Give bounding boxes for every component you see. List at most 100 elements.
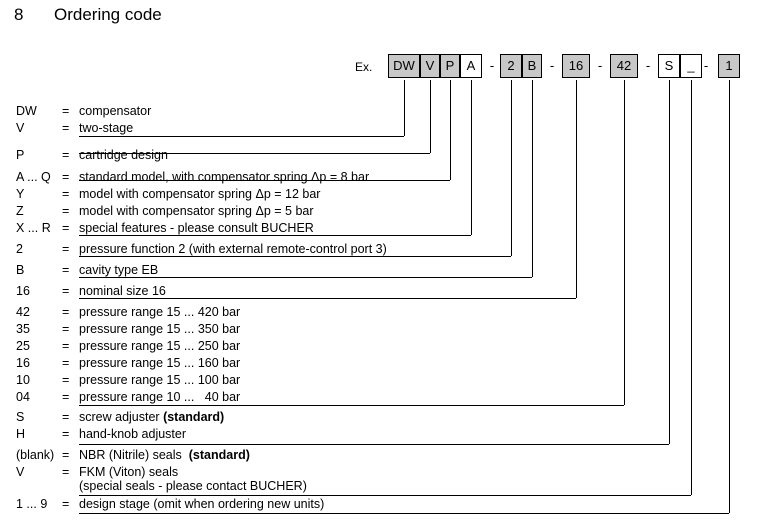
legend-row-description: (special seals - please contact BUCHER) bbox=[79, 479, 307, 493]
legend-row-key: 35 bbox=[16, 322, 30, 336]
section-number: 8 bbox=[14, 5, 24, 24]
legend-row: 16 = nominal size 16 bbox=[0, 284, 766, 301]
legend-row-description: cartridge design bbox=[79, 148, 168, 162]
legend-row: Y = model with compensator spring Δp = 12 … bbox=[0, 187, 766, 204]
legend-row-equals: = bbox=[62, 187, 70, 201]
legend-row: A ... Q = standard model, with compensator… bbox=[0, 170, 766, 187]
legend-row-description: pressure range 15 ... 160 bar bbox=[79, 356, 241, 370]
legend-row: B=cavity type EB bbox=[0, 263, 766, 280]
legend-row-equals: = bbox=[62, 284, 70, 298]
legend-row: 10=pressure range 15 ... 100 bar bbox=[0, 373, 766, 390]
example-label: Ex. bbox=[355, 60, 373, 74]
legend-row: Z=model with compensator spring Δp = 5 b… bbox=[0, 204, 766, 221]
legend-row: V = FKM (Viton) seals bbox=[0, 465, 766, 482]
legend-row-key: 2 bbox=[16, 242, 23, 256]
legend-row: P=cartridge design bbox=[0, 148, 766, 165]
code-separator: - bbox=[549, 58, 555, 73]
code-separator: - bbox=[703, 58, 709, 73]
legend-row-description: pressure range 15 ... 100 bar bbox=[79, 373, 241, 387]
legend-row-equals: = bbox=[62, 410, 70, 424]
legend-row-description: screw adjuster (standard) bbox=[79, 410, 225, 424]
legend-row-key: Y bbox=[16, 187, 25, 201]
legend-row: DW = compensator bbox=[0, 104, 766, 121]
code-box-s: S bbox=[658, 54, 680, 78]
legend-row-key: S bbox=[16, 410, 25, 424]
legend-row-equals: = bbox=[62, 121, 70, 135]
legend-row-description: pressure range 15 ... 350 bar bbox=[79, 322, 241, 336]
legend-row: H=hand-knob adjuster bbox=[0, 427, 766, 444]
code-box-dw: DW bbox=[388, 54, 420, 78]
code-box-p: P bbox=[440, 54, 460, 78]
legend-row-description: design stage (omit when ordering new uni… bbox=[79, 497, 325, 511]
legend-row-description: pressure range 10 ... 40 bar bbox=[79, 390, 241, 404]
code-box-v: V bbox=[420, 54, 440, 78]
code-box-2: 2 bbox=[500, 54, 522, 78]
legend-row-equals: = bbox=[62, 305, 70, 319]
legend-row-key: 1 ... 9 bbox=[16, 497, 48, 511]
legend-row-equals: = bbox=[62, 497, 70, 511]
code-box-blank: _ bbox=[680, 54, 702, 78]
legend-row: 16 = pressure range 15 ... 160 bar bbox=[0, 356, 766, 373]
legend-row: 42 = pressure range 15 ... 420 bar bbox=[0, 305, 766, 322]
legend-row-description: two-stage bbox=[79, 121, 134, 135]
legend-row-description: model with compensator spring Δp = 12 ba… bbox=[79, 187, 321, 201]
legend-row-key: P bbox=[16, 148, 25, 162]
code-box-1: 1 bbox=[718, 54, 740, 78]
legend-row-description: compensator bbox=[79, 104, 152, 118]
code-separator: - bbox=[489, 58, 495, 73]
legend-row-equals: = bbox=[62, 390, 70, 404]
legend-row-key: V bbox=[16, 121, 25, 135]
code-separator: - bbox=[597, 58, 603, 73]
legend-row-key: V bbox=[16, 465, 25, 479]
legend-row-description: hand-knob adjuster bbox=[79, 427, 187, 441]
legend-row-description: standard model, with compensator spring … bbox=[79, 170, 370, 184]
legend-row-equals: = bbox=[62, 373, 70, 387]
code-box-a: A bbox=[460, 54, 482, 78]
legend-row: X ... R = special features - please consul… bbox=[0, 221, 766, 238]
legend-row: (blank) = NBR (Nitrile) seals (standard) bbox=[0, 448, 766, 465]
legend-row-key: 16 bbox=[16, 284, 30, 298]
page-heading: 8 Ordering code bbox=[0, 0, 766, 40]
legend-row-description: pressure function 2 (with external remot… bbox=[79, 242, 387, 256]
code-box-42: 42 bbox=[610, 54, 638, 78]
legend-row: (special seals - please contact BUCHER) bbox=[0, 479, 766, 496]
legend-row-description: special features - please consult BUCHER bbox=[79, 221, 314, 235]
legend-row: 04=pressure range 10 ... 40 bar bbox=[0, 390, 766, 407]
legend-row-description: pressure range 15 ... 420 bar bbox=[79, 305, 241, 319]
legend-row-equals: = bbox=[62, 104, 70, 118]
code-box-b: B bbox=[522, 54, 542, 78]
legend-row-description: pressure range 15 ... 250 bar bbox=[79, 339, 241, 353]
legend-row-standard-tag: (standard) bbox=[188, 448, 250, 462]
legend-row-equals: = bbox=[62, 448, 70, 462]
legend-row-description: cavity type EB bbox=[79, 263, 159, 277]
legend-row-key: X ... R bbox=[16, 221, 51, 235]
legend-row-description: FKM (Viton) seals bbox=[79, 465, 179, 479]
legend-row-key: 25 bbox=[16, 339, 30, 353]
legend-row-standard-tag: (standard) bbox=[163, 410, 225, 424]
legend-row-equals: = bbox=[62, 242, 70, 256]
legend-row: 1 ... 9 = design stage (omit when ordering… bbox=[0, 497, 766, 514]
legend-row-equals: = bbox=[62, 170, 70, 184]
legend-row-key: A ... Q bbox=[16, 170, 51, 184]
legend-row-key: Z bbox=[16, 204, 24, 218]
legend-row-key: (blank) bbox=[16, 448, 55, 462]
legend-row-description: nominal size 16 bbox=[79, 284, 166, 298]
legend-row-equals: = bbox=[62, 204, 70, 218]
legend-row-equals: = bbox=[62, 356, 70, 370]
legend-row-equals: = bbox=[62, 221, 70, 235]
code-separator: - bbox=[645, 58, 651, 73]
page-title: Ordering code bbox=[54, 5, 162, 24]
legend-row-key: 16 bbox=[16, 356, 30, 370]
legend-row-equals: = bbox=[62, 322, 70, 336]
legend-row: V = two-stage bbox=[0, 121, 766, 138]
legend-row: S = screw adjuster (standard) bbox=[0, 410, 766, 427]
legend-row: 2 = pressure function 2 (with external rem… bbox=[0, 242, 766, 259]
legend-row-key: DW bbox=[16, 104, 37, 118]
legend-row-description: NBR (Nitrile) seals (standard) bbox=[79, 448, 250, 462]
legend-row-equals: = bbox=[62, 263, 70, 277]
legend-row-key: 42 bbox=[16, 305, 30, 319]
legend-row: 35 = pressure range 15 ... 350 bar bbox=[0, 322, 766, 339]
legend-row-equals: = bbox=[62, 465, 70, 479]
legend-row: 25=pressure range 15 ... 250 bar bbox=[0, 339, 766, 356]
